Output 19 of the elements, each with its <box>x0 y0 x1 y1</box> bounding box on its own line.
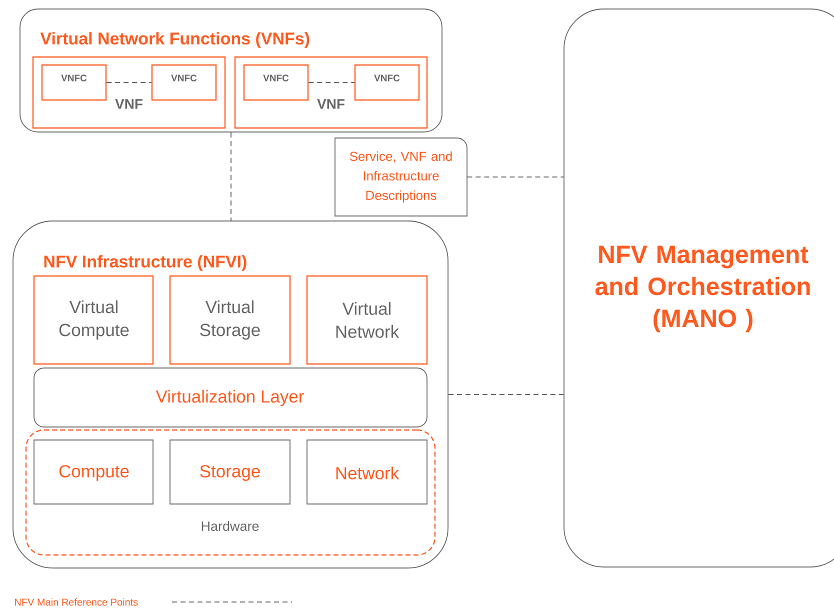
connector-line <box>230 132 232 222</box>
layer-box: Virtual Compute <box>33 275 154 365</box>
component-box: VNFC <box>151 64 217 101</box>
component-box: VNFC <box>41 64 107 101</box>
connector-line <box>448 394 564 395</box>
layer-box: Virtualization Layer <box>34 368 428 428</box>
group-box: NFV Management and Orchestration (MANO ) <box>564 8 834 568</box>
note-box: Service, VNF and Infrastructure Descriptions <box>334 138 468 216</box>
layer-box: Storage <box>170 440 290 504</box>
layer-box: Virtual Network <box>306 275 428 365</box>
layer-box: Network <box>306 440 428 504</box>
connector-line <box>466 176 564 178</box>
layer-box: Compute <box>34 440 154 504</box>
legend-text: NFV Main Reference Points <box>15 598 138 606</box>
component-box: VNFC <box>243 64 309 101</box>
layer-box: Virtual Storage <box>169 275 291 365</box>
component-box: VNFC <box>354 64 420 101</box>
connector-line <box>106 82 152 83</box>
connector-line <box>308 82 355 83</box>
